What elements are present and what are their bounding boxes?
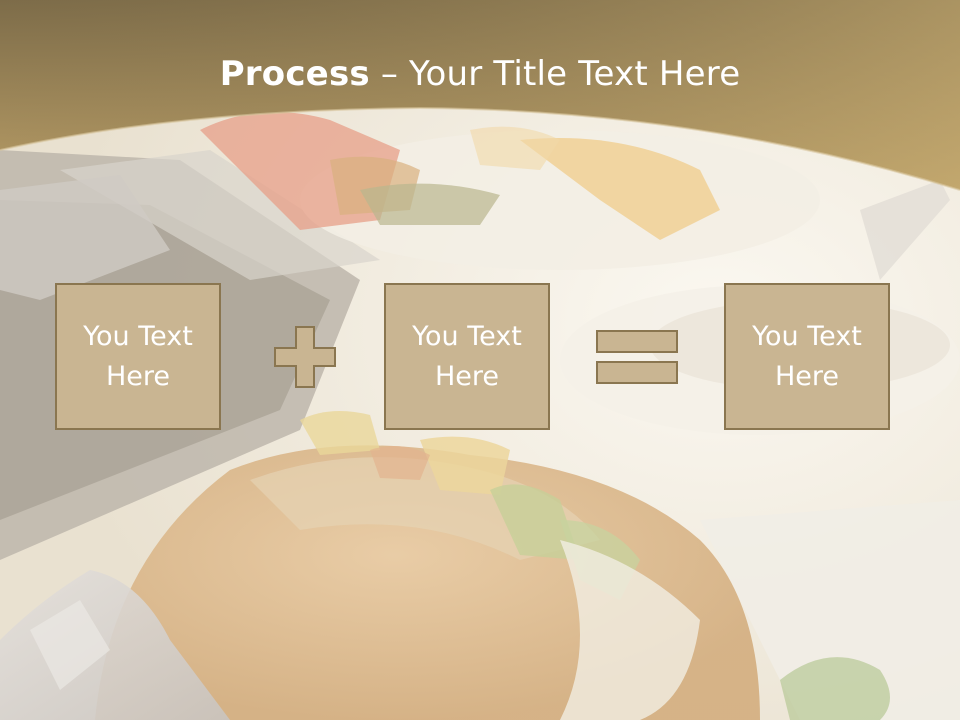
title-rest: – Your Title Text Here [369, 54, 741, 94]
process-box-3[interactable]: You Text Here [724, 283, 890, 430]
process-box-2-label: You Text Here [412, 320, 522, 392]
plus-icon [274, 326, 336, 388]
title-bold: Process [219, 54, 370, 94]
process-box-1-label: You Text Here [83, 320, 193, 392]
slide-title: Process – Your Title Text Here [0, 50, 960, 98]
process-box-2[interactable]: You Text Here [384, 283, 550, 430]
process-box-3-label: You Text Here [752, 320, 862, 392]
process-box-1[interactable]: You Text Here [55, 283, 221, 430]
equals-icon [596, 330, 678, 384]
